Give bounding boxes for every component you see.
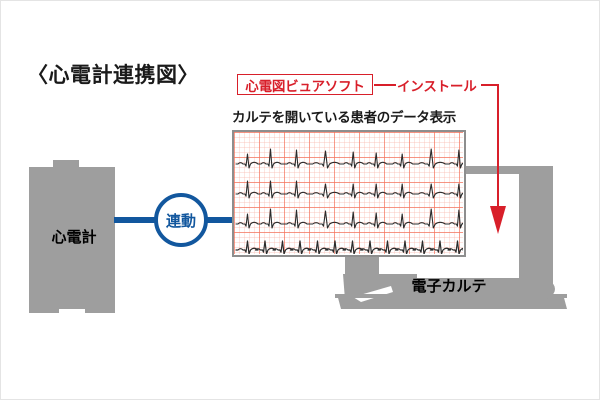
- software-callout-label: 心電図ビュアソフト: [245, 78, 365, 95]
- page-title: 〈心電計連携図〉: [27, 63, 199, 87]
- ecg-trace-4: [235, 240, 463, 254]
- ecg-machine-graphic: 心電計: [19, 151, 129, 321]
- monitor-label: 電子カルテ: [411, 276, 487, 295]
- install-label: インストール: [397, 79, 477, 95]
- ecg-machine-label: 心電計: [51, 227, 97, 246]
- software-callout-box: 心電図ビュアソフト: [237, 74, 373, 95]
- link-node: 連動: [154, 193, 208, 247]
- link-line-left: [114, 217, 156, 223]
- ecg-trace-3: [235, 208, 463, 229]
- ecg-trace-2: [235, 180, 463, 199]
- callout-connector-left: [374, 84, 396, 86]
- ecg-waveform-chart: [234, 132, 463, 254]
- patient-data-note: カルテを開いている患者のデータ表示: [232, 110, 456, 126]
- callout-connector-right: [481, 84, 499, 86]
- ecg-trace-1: [235, 148, 463, 169]
- link-label: 連動: [165, 211, 196, 230]
- link-line-right: [206, 217, 236, 223]
- install-arrow-stem: [497, 84, 500, 229]
- install-arrow-head: [490, 206, 506, 234]
- ecg-display-panel: [232, 130, 466, 257]
